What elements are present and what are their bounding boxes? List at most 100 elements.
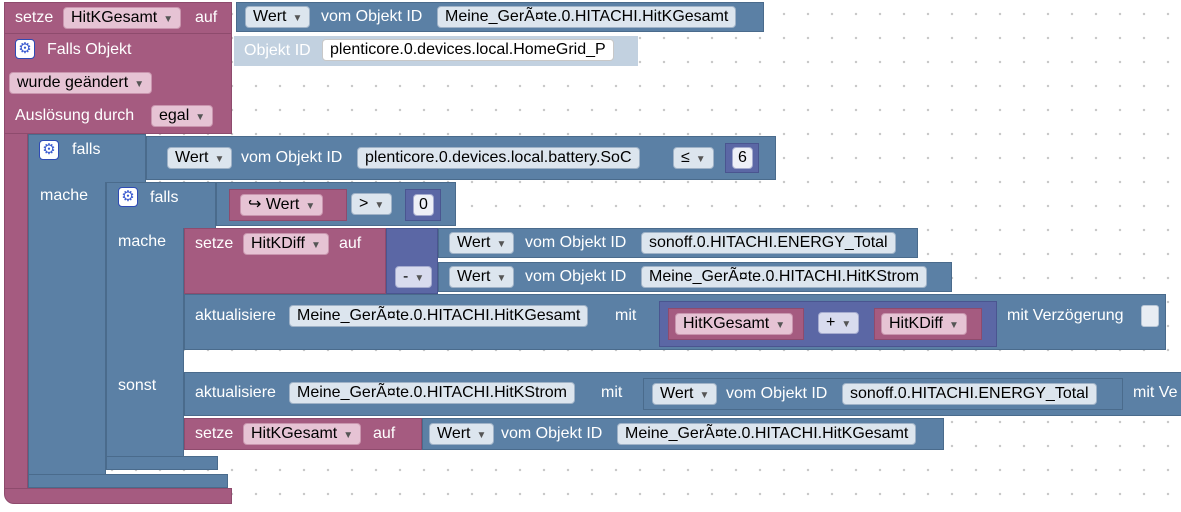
mit-label: mit	[615, 307, 637, 324]
falls-objekt-label: Falls Objekt	[47, 41, 132, 58]
var2-text: HitKDiff	[889, 315, 943, 332]
mit-label: mit	[601, 384, 623, 401]
changed-dropdown[interactable]: wurde geändert▼	[9, 72, 153, 94]
delay-checkbox[interactable]	[1141, 305, 1159, 327]
if1-block-foot	[28, 474, 228, 488]
egal-dropdown[interactable]: egal ▼	[151, 105, 214, 127]
var1-dropdown[interactable]: HitKGesamt ▼	[675, 313, 794, 335]
setze-label: setze	[195, 425, 234, 442]
compare-gt-block[interactable]: ↪ Wert▼ >▼ 0	[216, 182, 456, 226]
var-dropdown[interactable]: HitKGesamt▼	[243, 423, 362, 445]
minus-block[interactable]: -▼	[386, 228, 438, 294]
vom-label: vom Objekt ID	[501, 425, 603, 442]
trigger-block-foot	[4, 488, 232, 504]
chevron-down-icon: ▼	[841, 319, 852, 330]
gear-icon[interactable]: ⚙	[118, 187, 138, 207]
number-block[interactable]: 6	[725, 143, 759, 173]
var2-block[interactable]: HitKDiff▼	[874, 308, 982, 340]
wert-text: Wert	[457, 268, 491, 285]
var-text: HitKDiff	[251, 235, 305, 252]
update-gesamt-block[interactable]: aktualisiere Meine_GerÃ¤te.0.HITACHI.Hit…	[184, 294, 1166, 350]
state-id-field[interactable]: Meine_GerÃ¤te.0.HITACHI.HitKStrom	[289, 382, 576, 404]
wert-dropdown[interactable]: Wert ▼	[429, 423, 495, 445]
minus-dropdown[interactable]: -▼	[395, 266, 433, 288]
chevron-down-icon: ▼	[195, 112, 206, 123]
plus-block[interactable]: HitKGesamt▼ +▼ HitKDiff▼	[659, 301, 997, 347]
aktualisiere-label: aktualisiere	[195, 307, 276, 324]
get-energy-block[interactable]: Wert▼ vom Objekt ID sonoff.0.HITACHI.ENE…	[643, 378, 1123, 410]
plus-dropdown[interactable]: +▼	[818, 312, 860, 334]
delay-label: mit Ve	[1133, 384, 1178, 401]
op-text: ≤	[681, 149, 690, 166]
wert-dropdown[interactable]: Wert ▼	[167, 147, 233, 169]
chevron-down-icon: ▼	[496, 273, 507, 284]
chevron-down-icon: ▼	[343, 430, 354, 441]
state-id-field[interactable]: Meine_GerÃ¤te.0.HITACHI.HitKGesamt	[289, 305, 589, 327]
chevron-down-icon: ▼	[476, 430, 487, 441]
wert-dropdown[interactable]: Wert▼	[652, 383, 718, 405]
var-text: HitKGesamt	[71, 9, 158, 26]
operator-dropdown[interactable]: ≤▼	[673, 147, 714, 169]
setze-diff-block[interactable]: setze HitKDiff▼ auf	[184, 228, 386, 294]
objekt-id-label: Objekt ID	[244, 42, 311, 59]
setze-label: setze	[15, 9, 54, 26]
var1-text: HitKGesamt	[683, 315, 770, 332]
chevron-down-icon: ▼	[214, 154, 225, 165]
object-id-field[interactable]: Meine_GerÃ¤te.0.HITACHI.HitKGesamt	[437, 6, 737, 28]
number-block[interactable]: 0	[405, 189, 441, 221]
if2-block-spine: mache sonst	[106, 228, 184, 460]
get-strom-block[interactable]: Wert ▼ vom Objekt ID Meine_GerÃ¤te.0.HITA…	[438, 262, 952, 292]
wert-text: Wert	[437, 425, 471, 442]
var-dropdown[interactable]: HitKGesamt▼	[63, 7, 182, 29]
wert-dropdown[interactable]: Wert▼	[245, 6, 311, 28]
top-get-value-block[interactable]: Wert▼ vom Objekt ID Meine_GerÃ¤te.0.HITA…	[236, 2, 764, 32]
chevron-down-icon: ▼	[414, 273, 425, 284]
vom-label: vom Objekt ID	[525, 234, 627, 251]
objekt-id-field[interactable]: plenticore.0.devices.local.HomeGrid_P	[322, 39, 614, 61]
setze-label: setze	[195, 235, 234, 252]
chevron-down-icon: ▼	[775, 320, 786, 331]
top-setze-block[interactable]: setze HitKGesamt▼ auf	[4, 2, 232, 34]
gear-icon[interactable]: ⚙	[39, 140, 59, 160]
var1-block[interactable]: HitKGesamt ▼	[668, 308, 804, 340]
minus-text: -	[403, 268, 409, 285]
if1-block-head[interactable]: ⚙ falls	[28, 134, 146, 182]
number-field[interactable]: 6	[732, 147, 753, 169]
object-id-field[interactable]: sonoff.0.HITACHI.ENERGY_Total	[641, 232, 896, 254]
vom-label: vom Objekt ID	[321, 8, 423, 25]
update-strom-block[interactable]: aktualisiere Meine_GerÃ¤te.0.HITACHI.Hit…	[184, 372, 1181, 416]
var2-dropdown[interactable]: HitKDiff▼	[881, 313, 967, 335]
get-gesamt-block[interactable]: Wert ▼ vom Objekt ID Meine_GerÃ¤te.0.HITA…	[422, 418, 944, 450]
egal-text: egal	[159, 107, 190, 124]
object-id-field[interactable]: Meine_GerÃ¤te.0.HITACHI.HitKGesamt	[617, 423, 917, 445]
op-text: >	[359, 195, 369, 212]
ausloesung-label: Auslösung durch	[15, 107, 135, 124]
if2-block-head[interactable]: ⚙ falls	[106, 182, 216, 228]
compare-le-block[interactable]: Wert▼ vom Objekt ID plenticore.0.devices…	[146, 136, 776, 180]
vom-label: vom Objekt ID	[525, 268, 627, 285]
object-id-field[interactable]: plenticore.0.devices.local.battery.SoC	[357, 147, 640, 169]
wert-dropdown[interactable]: Wert ▼	[449, 266, 515, 288]
trigger-block-head[interactable]: ⚙ Falls Objekt wurde geändert▼ Auslösung…	[4, 34, 232, 134]
arg-dropdown[interactable]: ↪ Wert▼	[240, 194, 324, 216]
chevron-down-icon: ▼	[496, 239, 507, 250]
if2-block-foot	[106, 456, 218, 470]
setze-gesamt-block[interactable]: setze HitKGesamt▼ auf	[184, 418, 422, 450]
operator-dropdown[interactable]: >▼	[351, 193, 393, 215]
wert-text: Wert	[175, 149, 209, 166]
object-id-field[interactable]: Meine_GerÃ¤te.0.HITACHI.HitKStrom	[641, 266, 928, 288]
chevron-down-icon: ▼	[374, 200, 385, 211]
number-field[interactable]: 0	[413, 194, 434, 216]
wert-dropdown[interactable]: Wert▼	[449, 232, 515, 254]
var-dropdown[interactable]: HitKDiff▼	[243, 233, 329, 255]
mache-label: mache	[118, 233, 167, 250]
delay-label: mit Verzögerung	[1007, 307, 1124, 324]
changed-text: wurde geändert	[17, 74, 129, 91]
arg-block[interactable]: ↪ Wert▼	[229, 189, 347, 221]
get-energy-block[interactable]: Wert▼ vom Objekt ID sonoff.0.HITACHI.ENE…	[438, 228, 918, 258]
gear-icon[interactable]: ⚙	[15, 39, 35, 59]
objekt-id-block[interactable]: Objekt ID plenticore.0.devices.local.Hom…	[234, 36, 638, 66]
falls-label: falls	[150, 189, 179, 206]
aktualisiere-label: aktualisiere	[195, 384, 276, 401]
object-id-field[interactable]: sonoff.0.HITACHI.ENERGY_Total	[842, 383, 1097, 405]
